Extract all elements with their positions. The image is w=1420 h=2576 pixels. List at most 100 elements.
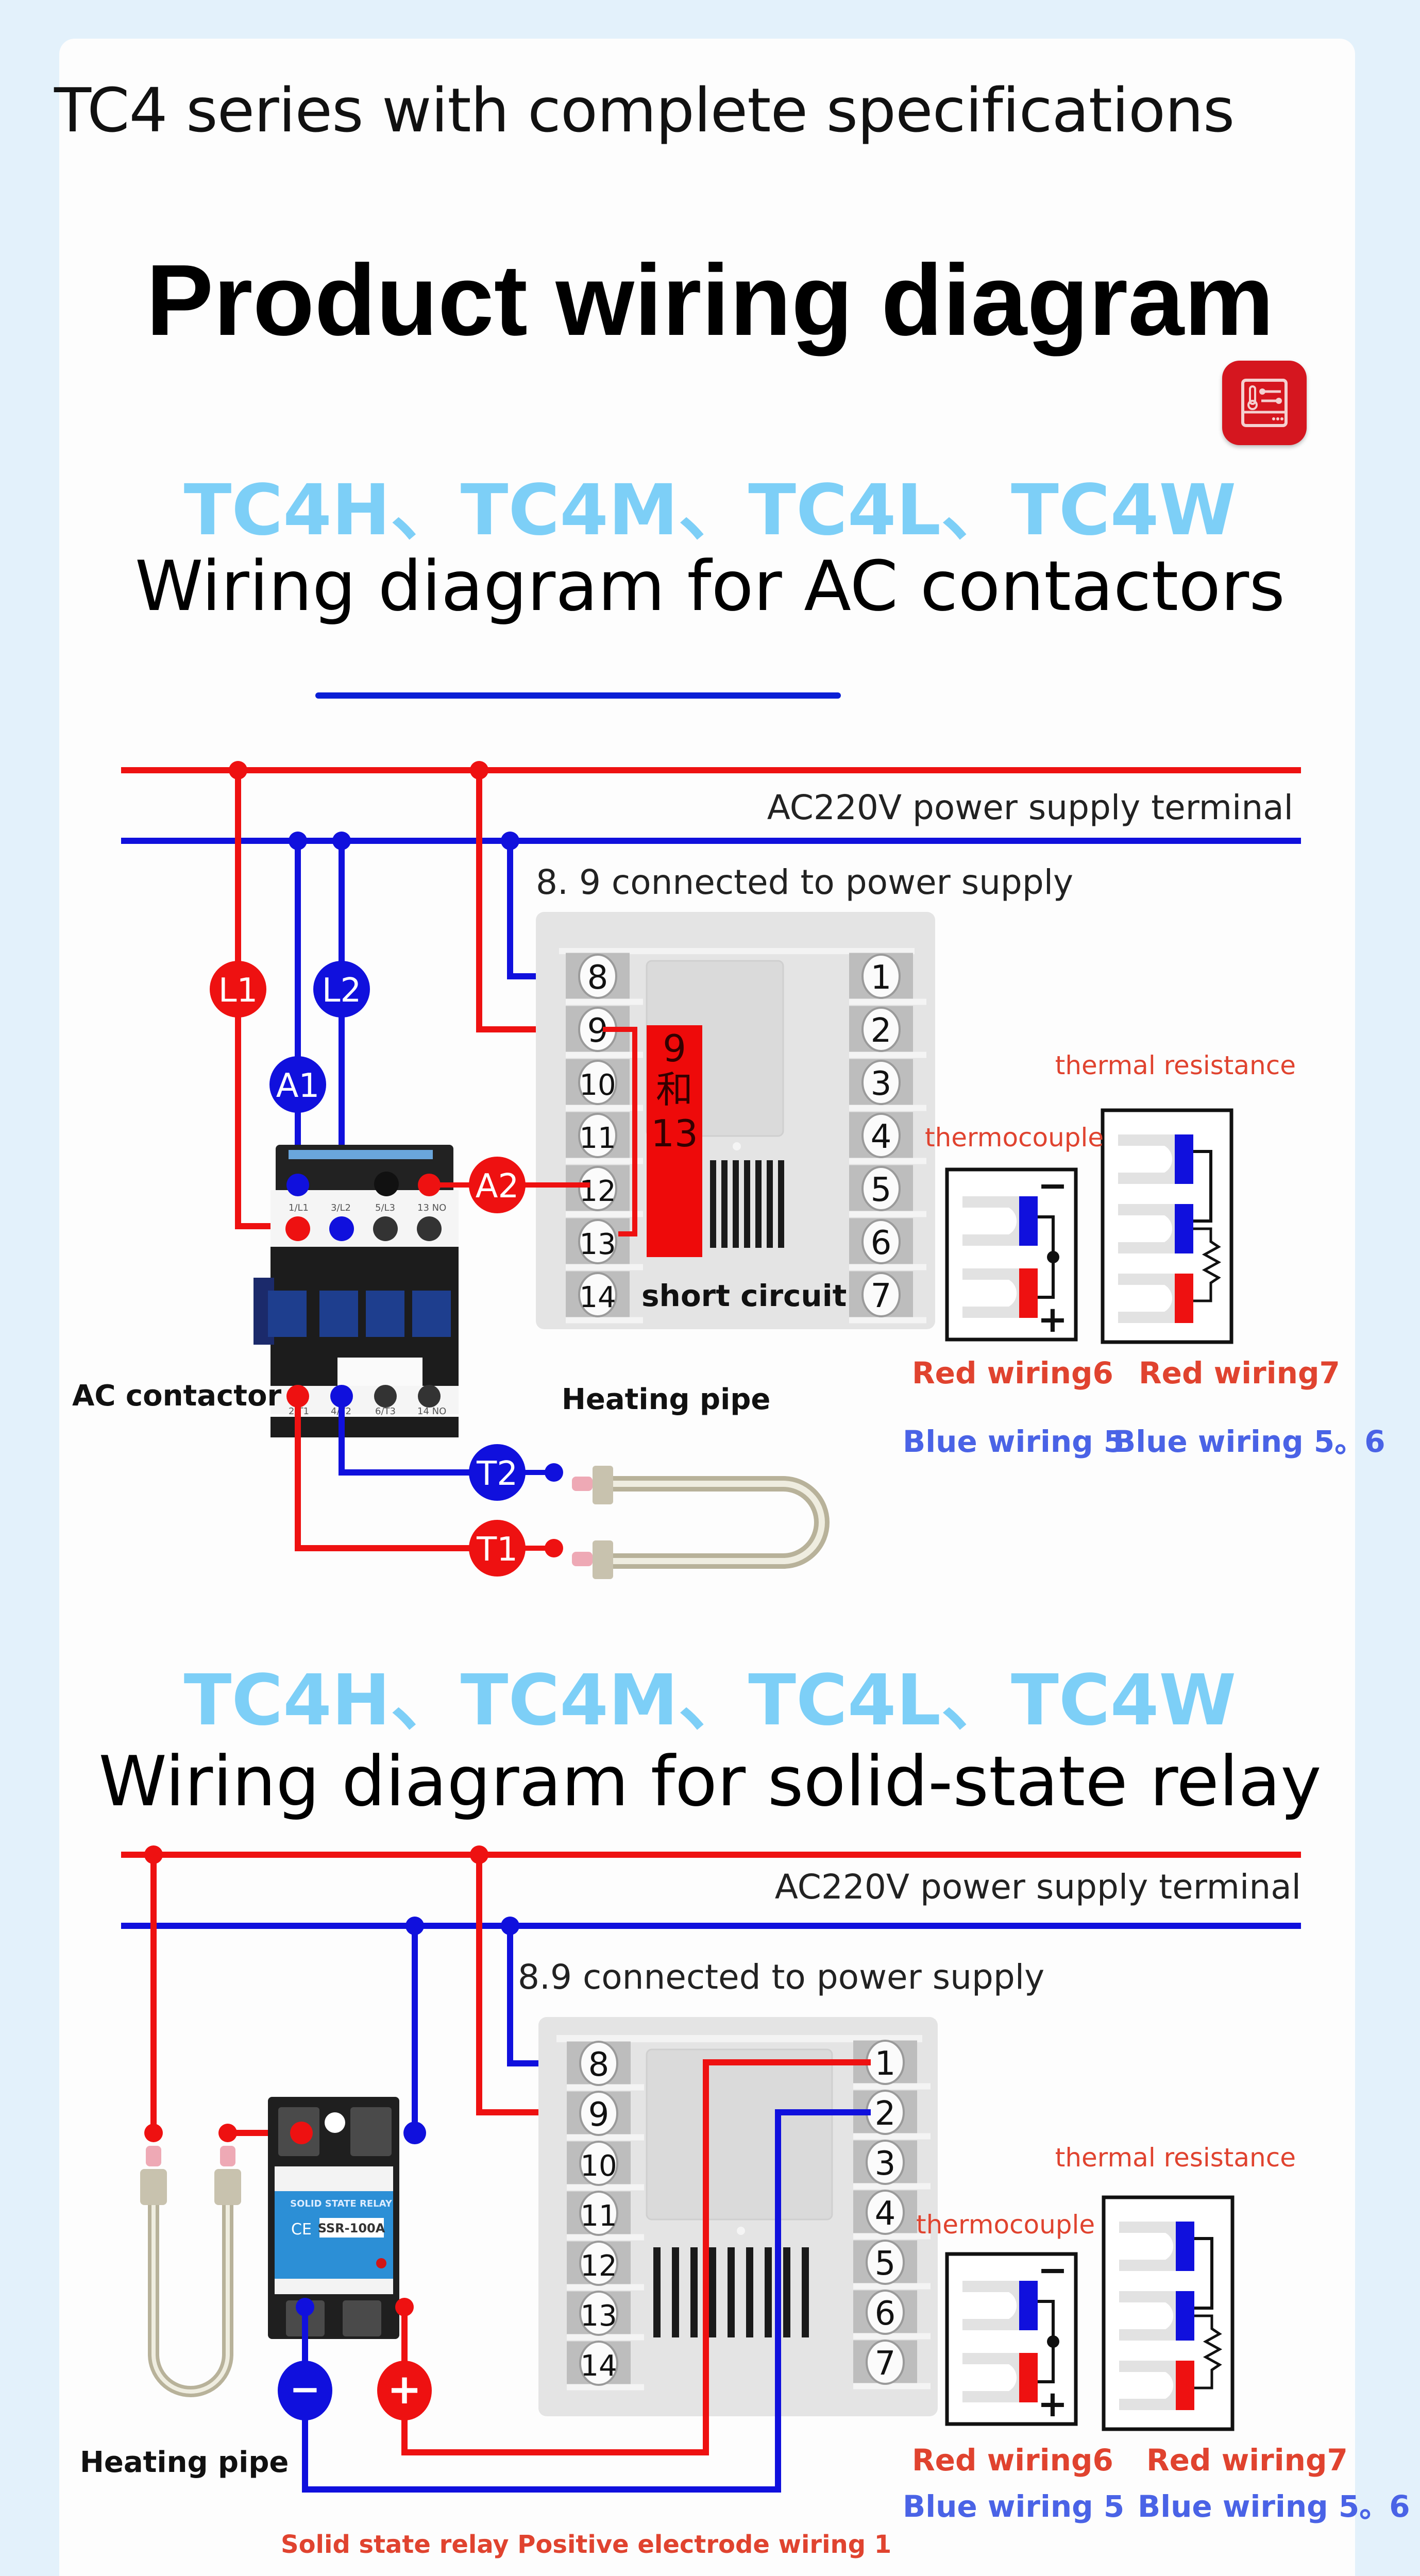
- short-circuit-tag: [647, 1025, 702, 1257]
- ac-diagram-title: Wiring diagram for AC contactors: [134, 546, 1286, 626]
- terminal-number: 2: [875, 2095, 896, 2133]
- terminal-number: 8: [587, 959, 608, 997]
- ssr-name: SOLID STATE RELAY: [290, 2198, 393, 2209]
- terminal-number: 1: [875, 2045, 896, 2083]
- svg-text:A1: A1: [276, 1067, 320, 1105]
- ssr-diagram-title: Wiring diagram for solid-state relay: [98, 1741, 1322, 1822]
- ctrl1-left-terminal-13: 13: [566, 1218, 643, 1270]
- short-tag-line-1: 9: [663, 1027, 686, 1070]
- contactor-terminal-1: 1/L1: [289, 1202, 309, 1213]
- ssr-ce-mark: CE: [291, 2221, 312, 2239]
- terminal-number: 12: [579, 1175, 616, 1208]
- plus-symbol: +: [387, 2365, 421, 2413]
- ctrl2-left-terminal-12: 12: [567, 2241, 644, 2291]
- terminal-number: 11: [579, 1122, 616, 1155]
- terminal-number: 3: [875, 2145, 896, 2183]
- blue-wiring-thermocouple-2: Blue wiring 5: [903, 2489, 1124, 2524]
- ctrl2-left-terminal-14: 14: [567, 2341, 644, 2391]
- contactor-terminal-13: 13 NO: [417, 1202, 446, 1213]
- ctrl1-left-terminal-14: 14: [566, 1271, 643, 1324]
- terminal-number: 5: [871, 1171, 892, 1209]
- ssr-negative-badge: [278, 2361, 332, 2420]
- ctrl1-right-terminal-4: 4: [849, 1112, 926, 1164]
- thermal-resistance-label-2: thermal resistance: [1055, 2143, 1296, 2173]
- plus-sign: +: [1038, 1298, 1068, 1341]
- blue-wiring-thermocouple: Blue wiring 5: [903, 1424, 1124, 1459]
- terminal-number: 6: [875, 2295, 896, 2333]
- terminal-number: 12: [580, 2249, 617, 2283]
- thermocouple-diagram: −+: [945, 2249, 1078, 2426]
- ctrl1-right-terminal-1: 1: [849, 953, 926, 1005]
- ctrl2-right-terminal-6: 6: [853, 2290, 931, 2340]
- marker-t2: T2: [469, 1444, 526, 1501]
- ctrl2-right-terminal-3: 3: [853, 2140, 931, 2190]
- short-circuit-label: short circuit: [641, 1278, 847, 1313]
- plus-sign: +: [1038, 2383, 1068, 2425]
- ctrl1-right-terminal-7: 7: [849, 1271, 926, 1324]
- ssr-positive-note: Solid state relay Positive electrode wir…: [281, 2530, 891, 2559]
- thermal-resistance-diagram: [1102, 2195, 1235, 2431]
- thermostat-controller-icon: [1222, 361, 1307, 445]
- thermocouple-label: thermocouple: [925, 1123, 1104, 1153]
- ctrl1-right-terminal-5: 5: [849, 1165, 926, 1217]
- terminal-number: 9: [588, 2096, 610, 2134]
- thermocouple-label-2: thermocouple: [916, 2210, 1095, 2240]
- marker-t1: T1: [469, 1520, 526, 1577]
- contactor-terminal-14: 14 NO: [417, 1406, 446, 1417]
- red-wiring-thermocouple: Red wiring6: [912, 1355, 1113, 1391]
- terminal-number: 11: [580, 2199, 617, 2233]
- thermal-resistance-diagram: [1101, 1108, 1233, 1344]
- red-wiring-thermocouple-2: Red wiring6: [912, 2443, 1113, 2478]
- ctrl1-left-terminal-10: 10: [566, 1059, 643, 1111]
- terminal-number: 8: [588, 2046, 610, 2084]
- terminal-number: 10: [579, 1069, 616, 1102]
- svg-text:L2: L2: [322, 972, 361, 1010]
- contactor-label: AC contactor: [72, 1379, 281, 1413]
- ctrl2-right-terminal-5: 5: [853, 2240, 931, 2290]
- heater-label-2: Heating pipe: [80, 2446, 289, 2479]
- ctrl1-right-terminal-2: 2: [849, 1006, 926, 1058]
- power-supply-label-2: AC220V power supply terminal: [775, 1867, 1301, 1907]
- terminal-number: 4: [871, 1118, 892, 1156]
- svg-text:L1: L1: [218, 972, 258, 1010]
- svg-text:T1: T1: [476, 1531, 518, 1569]
- series-subtitle: TC4 series with complete specifications: [54, 75, 1235, 146]
- contactor-terminal-3: 3/L2: [331, 1202, 351, 1213]
- section-divider: [315, 692, 841, 699]
- ctrl1-right-terminal-3: 3: [849, 1059, 926, 1111]
- ac-models-heading: TC4H、TC4M、TC4L、TC4W: [183, 470, 1237, 551]
- terminal-number: 14: [579, 1281, 616, 1314]
- terminal-number: 5: [875, 2245, 896, 2283]
- marker-l1: L1: [210, 961, 266, 1018]
- ctrl2-left-terminal-11: 11: [567, 2191, 644, 2241]
- terminal-number: 3: [871, 1065, 892, 1103]
- heating-pipe: [572, 1466, 830, 1579]
- page-title: Product wiring diagram: [146, 244, 1274, 357]
- blue-wiring-rtd: Blue wiring 5。6: [1113, 1424, 1385, 1459]
- ctrl2-right-terminal-4: 4: [853, 2190, 931, 2240]
- jumper-wire-9-13: [603, 1027, 637, 1236]
- thermocouple-diagram: −+: [945, 1164, 1078, 1342]
- power-note-2: 8.9 connected to power supply: [518, 1957, 1044, 1997]
- ctrl2-left-terminal-10: 10: [567, 2141, 644, 2191]
- terminal-number: 13: [579, 1228, 616, 1261]
- ac-contactor-diagram: AC220V power supply terminal 8. 9 connec…: [72, 761, 1385, 1579]
- ctrl1-left-terminal-11: 11: [566, 1112, 643, 1164]
- ctrl2-right-terminal-2: 2: [853, 2090, 931, 2140]
- minus-sign: −: [1038, 2249, 1068, 2291]
- minus-symbol: −: [290, 2367, 320, 2411]
- ctrl2-right-terminal-7: 7: [853, 2340, 931, 2389]
- red-wiring-rtd: Red wiring7: [1139, 1355, 1340, 1391]
- heater-label: Heating pipe: [562, 1383, 770, 1416]
- contactor-terminal-6: 6/T3: [375, 1406, 396, 1417]
- terminal-number: 4: [875, 2195, 896, 2233]
- ac-contactor: 1/L1 3/L2 5/L3 13 NO 2/T1 4/T2 6/T3 14 N…: [253, 1145, 459, 1437]
- ctrl2-left-terminal-8: 8: [567, 2041, 644, 2091]
- terminal-number: 7: [875, 2345, 896, 2383]
- marker-a1: A1: [269, 1056, 326, 1113]
- ctrl1-left-terminal-8: 8: [566, 953, 643, 1005]
- ctrl1-left-terminal-12: 12: [566, 1165, 643, 1217]
